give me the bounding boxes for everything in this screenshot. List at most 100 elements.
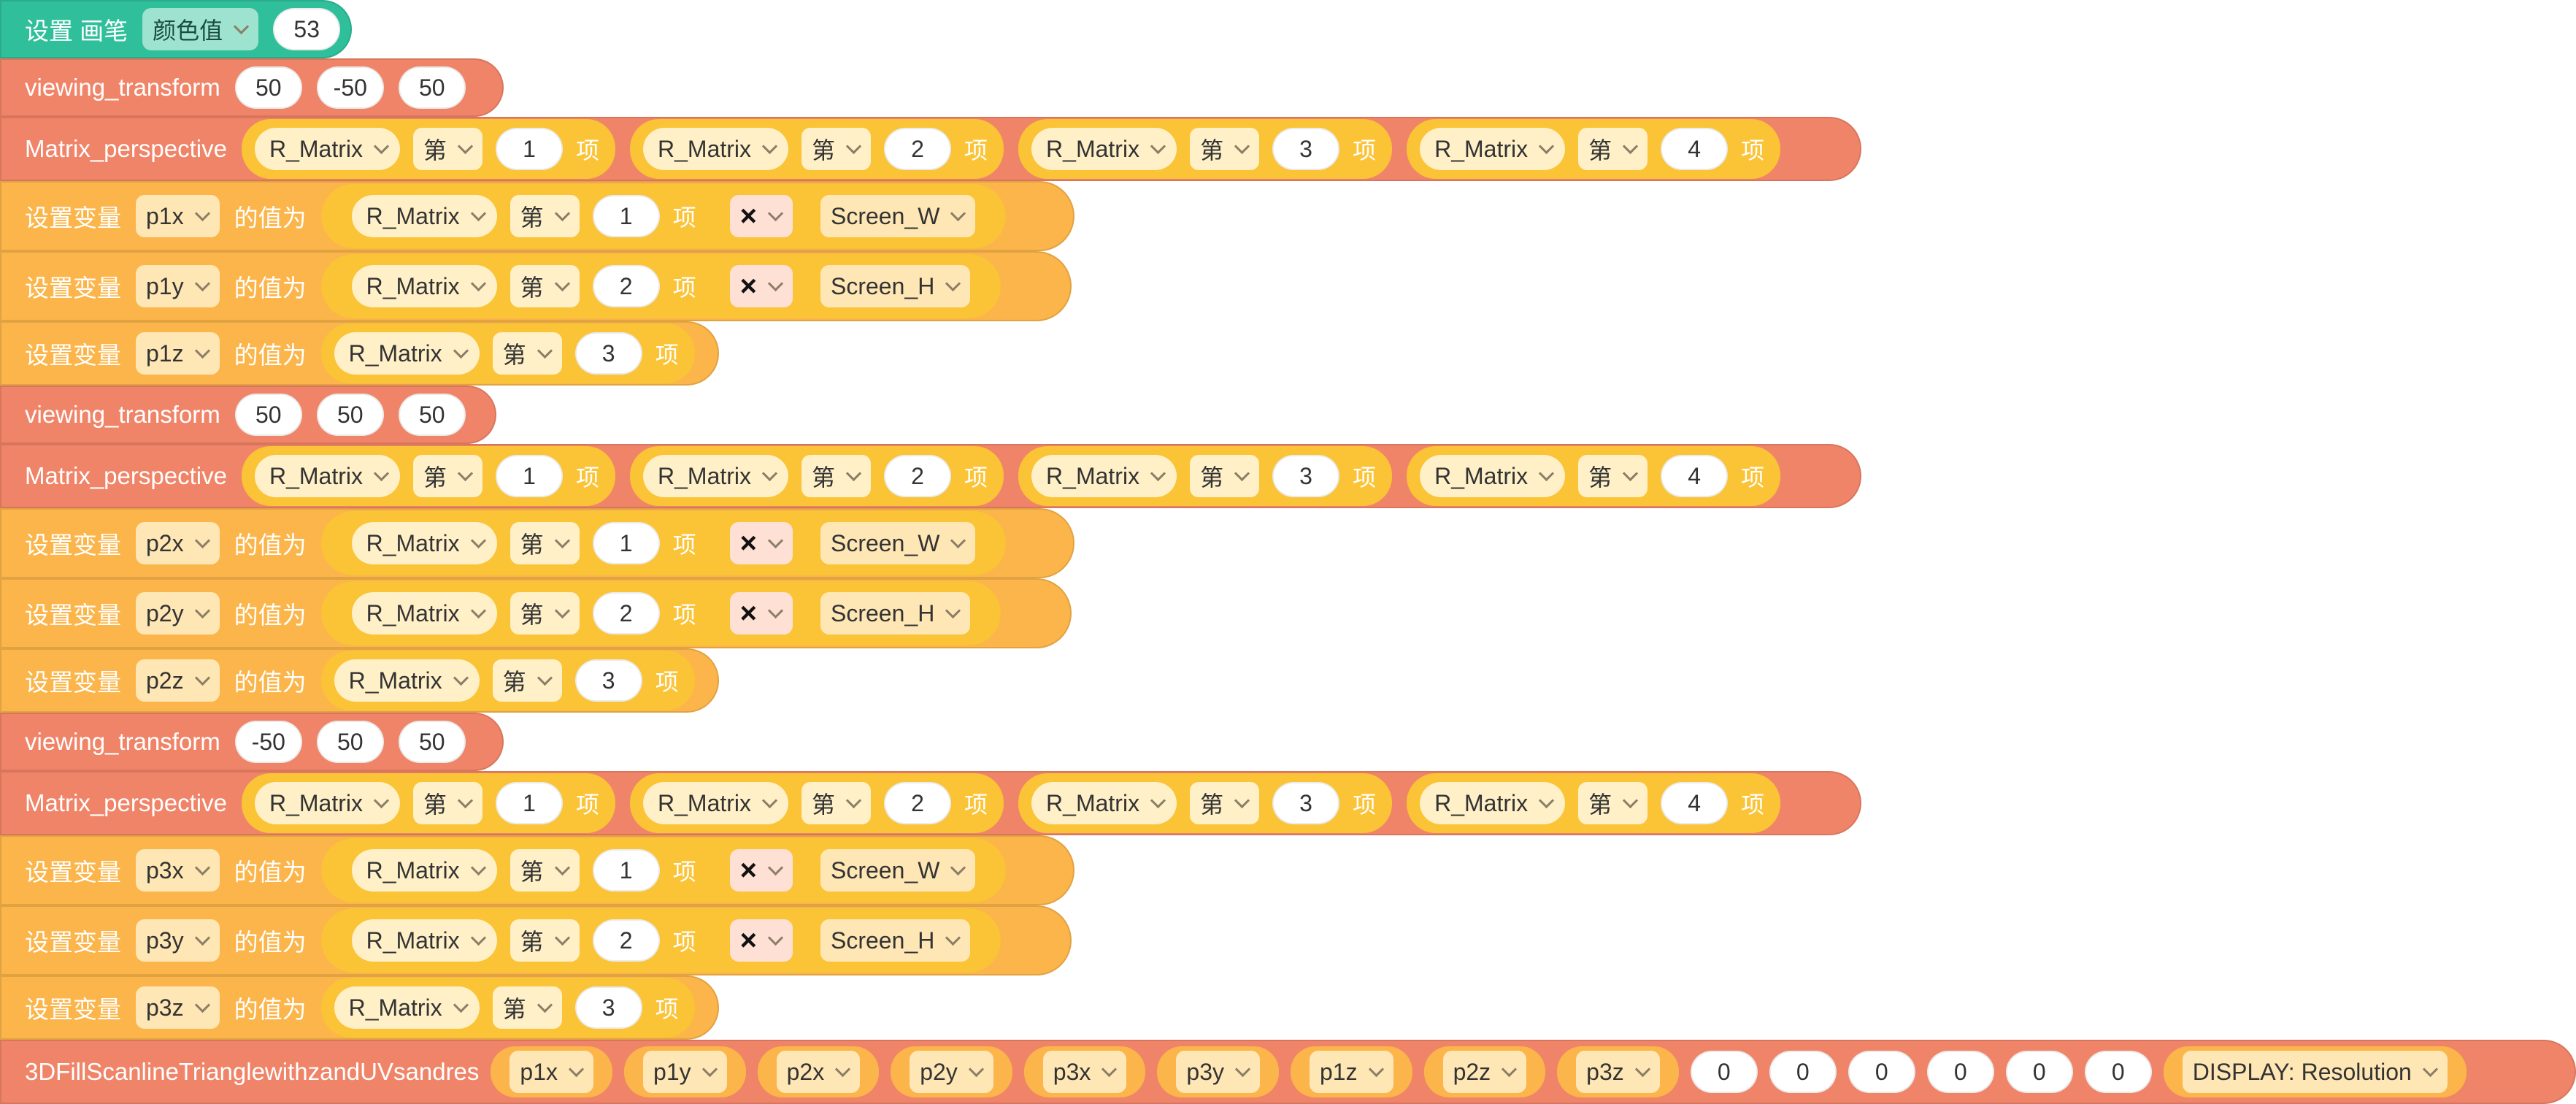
variable-dropdown[interactable]: p3y [136, 919, 220, 962]
variable-reporter[interactable]: p3y [1157, 1046, 1279, 1097]
index-mode-dropdown[interactable]: 第 [1578, 455, 1648, 497]
list-dropdown[interactable]: R_Matrix [334, 659, 480, 702]
pen-value-input[interactable]: 53 [273, 8, 341, 50]
vt3-z-input[interactable]: 50 [398, 721, 466, 763]
index-input[interactable]: 3 [1272, 128, 1340, 170]
variable-dropdown[interactable]: p1z [1309, 1051, 1393, 1093]
matrix-item-reporter[interactable]: R_Matrix 第 3 项 [1018, 446, 1393, 506]
list-dropdown[interactable]: R_Matrix [1031, 782, 1177, 824]
list-dropdown[interactable]: R_Matrix [1420, 782, 1566, 824]
multiply-operator-block[interactable]: R_Matrix 第 1 项 × Screen_W [320, 511, 1007, 575]
multiply-operator-block[interactable]: R_Matrix 第 1 项 × Screen_W [320, 838, 1007, 902]
matrix-item-reporter[interactable]: R_Matrix 第 1 项 [241, 446, 615, 506]
variable-dropdown[interactable]: p1y [643, 1051, 727, 1093]
display-dropdown[interactable]: DISPLAY: Resolution [2182, 1051, 2448, 1093]
matrix-item-reporter[interactable]: R_Matrix 第 2 项 [338, 911, 712, 970]
index-input[interactable]: 2 [592, 592, 660, 635]
screen-variable-dropdown[interactable]: Screen_H [820, 265, 971, 307]
variable-dropdown[interactable]: p1y [136, 265, 220, 307]
operator-dropdown[interactable]: × [729, 195, 793, 237]
set-variable-block-p3z[interactable]: 设置变量 p3z 的值为 R_Matrix 第 3 项 [0, 975, 719, 1040]
list-dropdown[interactable]: R_Matrix [334, 986, 480, 1029]
index-input[interactable]: 3 [574, 332, 642, 375]
variable-dropdown[interactable]: p2x [776, 1051, 861, 1093]
index-input[interactable]: 2 [884, 128, 952, 170]
list-dropdown[interactable]: R_Matrix [254, 455, 400, 497]
variable-reporter[interactable]: p1y [624, 1046, 746, 1097]
set-variable-block-p2y[interactable]: 设置变量 p2y 的值为 R_Matrix 第 2 项 × Screen_H [0, 578, 1072, 648]
matrix-item-reporter[interactable]: R_Matrix 第 1 项 [338, 186, 712, 246]
matrix-item-reporter[interactable]: R_Matrix 第 2 项 [630, 446, 1004, 506]
matrix-item-reporter[interactable]: R_Matrix 第 2 项 [630, 119, 1004, 179]
vt3-y-input[interactable]: 50 [316, 721, 384, 763]
index-input[interactable]: 4 [1661, 455, 1729, 497]
matrix-item-reporter[interactable]: R_Matrix 第 3 项 [320, 651, 695, 710]
set-variable-block-p3y[interactable]: 设置变量 p3y 的值为 R_Matrix 第 2 项 × Screen_H [0, 905, 1072, 975]
zero-input[interactable]: 0 [1690, 1051, 1758, 1093]
matrix-item-reporter[interactable]: R_Matrix 第 3 项 [1018, 119, 1393, 179]
index-mode-dropdown[interactable]: 第 [510, 522, 580, 564]
operator-dropdown[interactable]: × [729, 592, 793, 635]
variable-reporter[interactable]: p1x [491, 1046, 613, 1097]
fill-triangle-block[interactable]: 3DFillScanlineTrianglewithzandUVsandres … [0, 1040, 2576, 1104]
index-mode-dropdown[interactable]: 第 [801, 128, 872, 170]
operator-dropdown[interactable]: × [729, 849, 793, 892]
operator-dropdown[interactable]: × [729, 265, 793, 307]
list-dropdown[interactable]: R_Matrix [1420, 455, 1566, 497]
set-pen-block[interactable]: 设置 画笔 颜色值 53 [0, 0, 352, 58]
index-mode-dropdown[interactable]: 第 [510, 265, 580, 307]
index-input[interactable]: 1 [495, 128, 563, 170]
index-input[interactable]: 1 [592, 849, 660, 892]
list-dropdown[interactable]: R_Matrix [643, 455, 789, 497]
index-mode-dropdown[interactable]: 第 [492, 986, 562, 1029]
index-input[interactable]: 3 [574, 659, 642, 702]
variable-dropdown[interactable]: p1x [510, 1051, 594, 1093]
display-reporter[interactable]: DISPLAY: Resolution [2163, 1046, 2467, 1097]
index-mode-dropdown[interactable]: 第 [1190, 455, 1260, 497]
viewing-transform-block-1[interactable]: viewing_transform 50 -50 50 [0, 58, 504, 117]
vt1-y-input[interactable]: -50 [316, 66, 384, 109]
variable-dropdown[interactable]: p3y [1176, 1051, 1260, 1093]
index-input[interactable]: 1 [592, 522, 660, 564]
index-mode-dropdown[interactable]: 第 [412, 128, 482, 170]
matrix-item-reporter[interactable]: R_Matrix 第 1 项 [241, 773, 615, 833]
vt2-x-input[interactable]: 50 [234, 394, 302, 436]
index-mode-dropdown[interactable]: 第 [510, 195, 580, 237]
index-input[interactable]: 2 [884, 782, 952, 824]
list-dropdown[interactable]: R_Matrix [351, 522, 497, 564]
matrix-item-reporter[interactable]: R_Matrix 第 3 项 [320, 978, 695, 1038]
variable-reporter[interactable]: p2z [1423, 1046, 1546, 1097]
matrix-item-reporter[interactable]: R_Matrix 第 1 项 [338, 513, 712, 573]
pen-property-dropdown[interactable]: 颜色值 [142, 8, 259, 50]
variable-dropdown[interactable]: p2z [1442, 1051, 1527, 1093]
variable-reporter[interactable]: p3x [1023, 1046, 1146, 1097]
list-dropdown[interactable]: R_Matrix [1031, 455, 1177, 497]
index-input[interactable]: 2 [884, 455, 952, 497]
set-variable-block-p1y[interactable]: 设置变量 p1y 的值为 R_Matrix 第 2 项 × Screen_H [0, 251, 1072, 321]
list-dropdown[interactable]: R_Matrix [351, 919, 497, 962]
list-dropdown[interactable]: R_Matrix [351, 265, 497, 307]
index-mode-dropdown[interactable]: 第 [1190, 128, 1260, 170]
zero-input[interactable]: 0 [2084, 1051, 2152, 1093]
index-mode-dropdown[interactable]: 第 [1578, 782, 1648, 824]
screen-variable-reporter[interactable]: Screen_H [810, 587, 981, 640]
variable-dropdown[interactable]: p1z [136, 332, 220, 375]
list-dropdown[interactable]: R_Matrix [643, 128, 789, 170]
matrix-item-reporter[interactable]: R_Matrix 第 2 项 [338, 583, 712, 643]
index-input[interactable]: 1 [592, 195, 660, 237]
operator-dropdown[interactable]: × [729, 919, 793, 962]
variable-dropdown[interactable]: p2z [136, 659, 220, 702]
vt1-x-input[interactable]: 50 [234, 66, 302, 109]
multiply-operator-block[interactable]: R_Matrix 第 2 项 × Screen_H [320, 581, 1001, 645]
matrix-item-reporter[interactable]: R_Matrix 第 3 项 [1018, 773, 1393, 833]
variable-reporter[interactable]: p3z [1557, 1046, 1679, 1097]
index-mode-dropdown[interactable]: 第 [492, 659, 562, 702]
index-input[interactable]: 2 [592, 265, 660, 307]
screen-variable-reporter[interactable]: Screen_W [810, 190, 986, 242]
variable-reporter[interactable]: p1z [1290, 1046, 1412, 1097]
screen-variable-reporter[interactable]: Screen_W [810, 517, 986, 570]
index-input[interactable]: 4 [1661, 782, 1729, 824]
zero-input[interactable]: 0 [1769, 1051, 1837, 1093]
index-input[interactable]: 4 [1661, 128, 1729, 170]
index-mode-dropdown[interactable]: 第 [801, 782, 872, 824]
